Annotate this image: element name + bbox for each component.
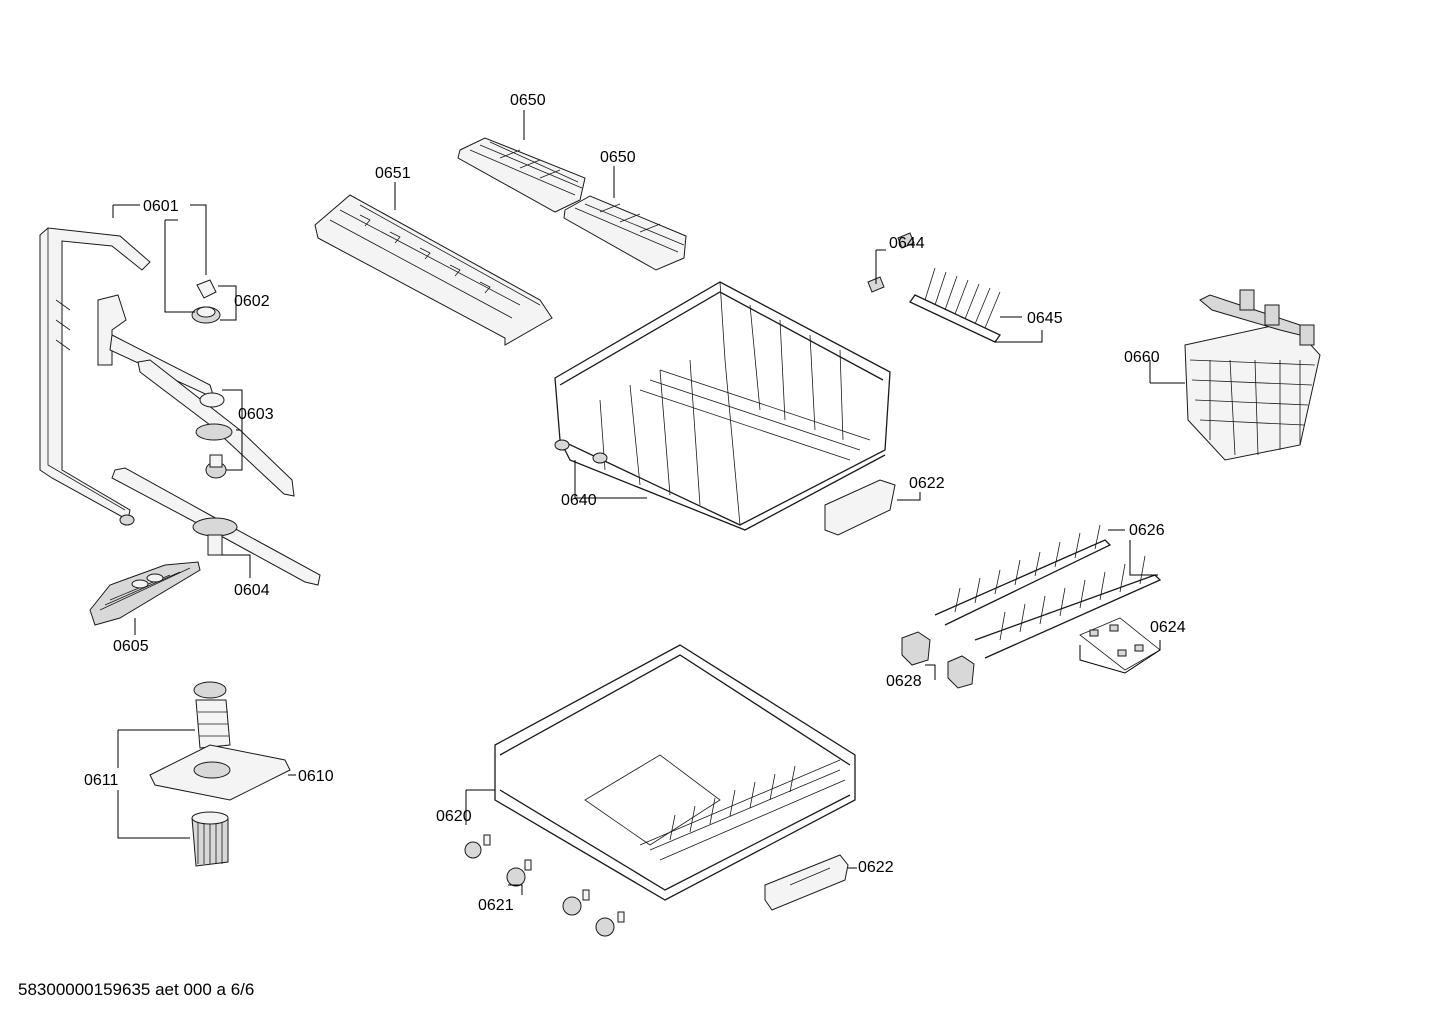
callout-0604: 0604 <box>234 582 270 599</box>
callout-labels: 0601 0602 0603 0604 0605 0610 0611 0620 … <box>84 92 1186 914</box>
lower-rack-part <box>494 644 856 901</box>
rack-handle-lower-part <box>764 854 849 911</box>
callout-0622-lower: 0622 <box>858 859 894 876</box>
callout-0660: 0660 <box>1124 349 1160 366</box>
filter-system-part <box>149 681 291 867</box>
callout-0644: 0644 <box>889 235 925 252</box>
upper-rack-part <box>554 281 891 531</box>
callout-0650-a: 0650 <box>510 92 546 109</box>
callout-0601: 0601 <box>143 198 179 215</box>
tray-insert-part-2 <box>563 195 687 271</box>
callout-0603: 0603 <box>238 406 274 423</box>
stopper-set-part <box>1079 617 1161 671</box>
callout-0622-upper: 0622 <box>909 475 945 492</box>
callout-0602: 0602 <box>234 293 270 310</box>
rack-clip-part <box>867 232 915 293</box>
callout-0624: 0624 <box>1150 619 1186 636</box>
cutlery-tray-part <box>314 194 553 346</box>
callout-0620: 0620 <box>436 808 472 825</box>
cutlery-basket-part <box>1184 289 1321 461</box>
plate-rack-part-2 <box>974 555 1162 659</box>
callout-0650-b: 0650 <box>600 149 636 166</box>
callout-0610: 0610 <box>298 768 334 785</box>
callout-0611: 0611 <box>84 772 119 789</box>
callout-0621: 0621 <box>478 897 514 914</box>
supply-pipe-part <box>39 227 151 526</box>
callout-0651: 0651 <box>375 165 411 182</box>
leader-lines <box>112 110 1185 895</box>
tray-insert-part-1 <box>457 137 586 213</box>
callout-0605: 0605 <box>113 638 149 655</box>
upper-spray-arm-part <box>97 294 295 497</box>
callout-0626: 0626 <box>1129 522 1165 539</box>
fine-filter-part <box>89 561 201 626</box>
nozzle-part <box>191 279 221 324</box>
rack-holder-part <box>901 631 975 689</box>
callout-0645: 0645 <box>1027 310 1063 327</box>
rack-wheel-part <box>464 834 625 937</box>
callout-0640: 0640 <box>561 492 597 509</box>
rack-handle-upper-part <box>824 479 896 536</box>
plate-rack-part-1 <box>934 524 1112 626</box>
drawing-number: 58300000159635 aet 000 a 6/6 <box>18 980 255 999</box>
callout-0628: 0628 <box>886 673 922 690</box>
fold-down-tine-part <box>909 267 1001 343</box>
lower-spray-arm-part <box>111 467 321 586</box>
